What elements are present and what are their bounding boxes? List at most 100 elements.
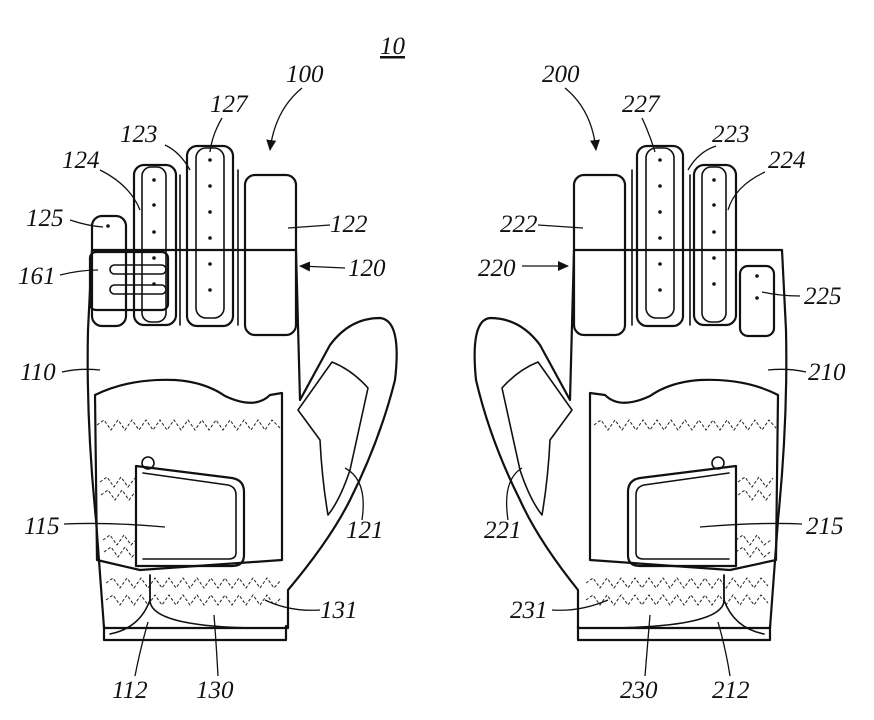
right-stitch: [585, 577, 769, 589]
label-161: 161: [18, 263, 56, 290]
right-glove: [473, 144, 788, 642]
right-stitch: [593, 419, 777, 431]
leader-131: [264, 599, 321, 611]
right-palm-panel: [588, 378, 780, 572]
left-stitch: [99, 476, 136, 488]
leader-lines: [59, 87, 807, 677]
left-stitch: [96, 419, 281, 431]
right-cuff: [576, 624, 772, 642]
leader-122: [287, 224, 331, 229]
left-stitch: [100, 489, 136, 501]
leader-130: [213, 614, 219, 677]
label-115: 115: [24, 513, 60, 540]
leader-221: [505, 467, 523, 521]
label-225: 225: [804, 283, 842, 310]
leader-224: [727, 171, 766, 211]
leader-115: [63, 522, 166, 528]
label-100: 100: [286, 61, 324, 88]
label-120: 120: [348, 255, 386, 282]
left-strap-115: [134, 464, 246, 568]
arrow-120: [299, 261, 346, 272]
leader-124: [99, 169, 141, 211]
left-band-slot: [109, 284, 167, 295]
right-finger-224-inner: [701, 166, 727, 323]
label-127: 127: [210, 91, 249, 118]
label-223: 223: [712, 121, 750, 148]
right-perforations: [658, 158, 759, 300]
label-210: 210: [808, 359, 846, 386]
label-112: 112: [112, 677, 148, 704]
left-finger-125: [90, 214, 128, 328]
left-glove-body: [86, 248, 398, 630]
left-glove: [86, 144, 398, 642]
left-band-161: [88, 250, 170, 312]
leader-231: [551, 599, 609, 611]
right-glove-body: [473, 248, 788, 630]
leader-225: [761, 291, 801, 297]
right-stitch: [585, 594, 769, 606]
left-finger-127-inner: [195, 147, 225, 319]
reference-labels: 10 100 127 123 124 125 122 161 120 110 1…: [18, 33, 846, 704]
leader-222: [537, 224, 584, 229]
leader-161: [59, 269, 99, 276]
leader-112: [134, 621, 149, 677]
left-finger-124: [132, 163, 178, 327]
right-stitch: [735, 534, 772, 546]
label-110: 110: [20, 359, 56, 386]
left-stitch: [105, 594, 282, 606]
label-215: 215: [806, 513, 844, 540]
right-stitch: [735, 546, 771, 558]
arrow-100: [266, 87, 303, 151]
label-121: 121: [346, 517, 384, 544]
figure-number: 10: [380, 33, 406, 60]
left-strap-rivet: [141, 456, 155, 470]
label-221: 221: [484, 517, 522, 544]
label-212: 212: [712, 677, 750, 704]
right-thumb: [501, 361, 573, 516]
leader-210: [767, 368, 807, 373]
right-strap-rivet: [711, 456, 725, 470]
label-227: 227: [622, 91, 661, 118]
arrow-200: [564, 87, 600, 151]
left-finger-127: [185, 144, 235, 328]
right-strap-215: [626, 464, 738, 568]
leader-121: [344, 467, 364, 521]
right-finger-222: [572, 173, 627, 337]
right-strap-inner: [635, 472, 730, 560]
right-finger-225: [738, 264, 776, 338]
right-cuff-seam-230: [577, 574, 725, 629]
leader-123: [164, 144, 191, 171]
label-123: 123: [120, 121, 158, 148]
label-131: 131: [320, 597, 358, 624]
label-231: 231: [510, 597, 548, 624]
left-finger-124-inner: [141, 166, 167, 323]
left-palm-panel: [93, 378, 284, 572]
label-222: 222: [500, 211, 538, 238]
right-finger-227: [635, 144, 685, 328]
left-cuff-seam-130: [149, 574, 287, 629]
left-perforations: [106, 158, 212, 292]
leader-215: [699, 522, 803, 528]
left-finger-122: [243, 173, 298, 337]
left-stitch: [105, 577, 282, 589]
right-stitch: [737, 489, 773, 501]
leader-125: [69, 219, 104, 228]
leader-110: [61, 368, 101, 373]
label-130: 130: [196, 677, 234, 704]
leader-223: [687, 145, 717, 171]
right-stitch: [737, 476, 774, 488]
left-cuff: [102, 624, 288, 642]
left-strap-inner: [142, 472, 237, 560]
label-124: 124: [62, 147, 100, 174]
left-band-slot: [109, 264, 167, 275]
leader-212: [717, 621, 731, 677]
right-finger-224: [692, 163, 738, 327]
leader-127: [209, 117, 223, 153]
left-stitch: [102, 534, 137, 546]
left-stitch: [103, 546, 137, 558]
label-220: 220: [478, 255, 516, 282]
leader-227: [641, 117, 656, 153]
left-cuff-seam-112: [109, 574, 151, 635]
